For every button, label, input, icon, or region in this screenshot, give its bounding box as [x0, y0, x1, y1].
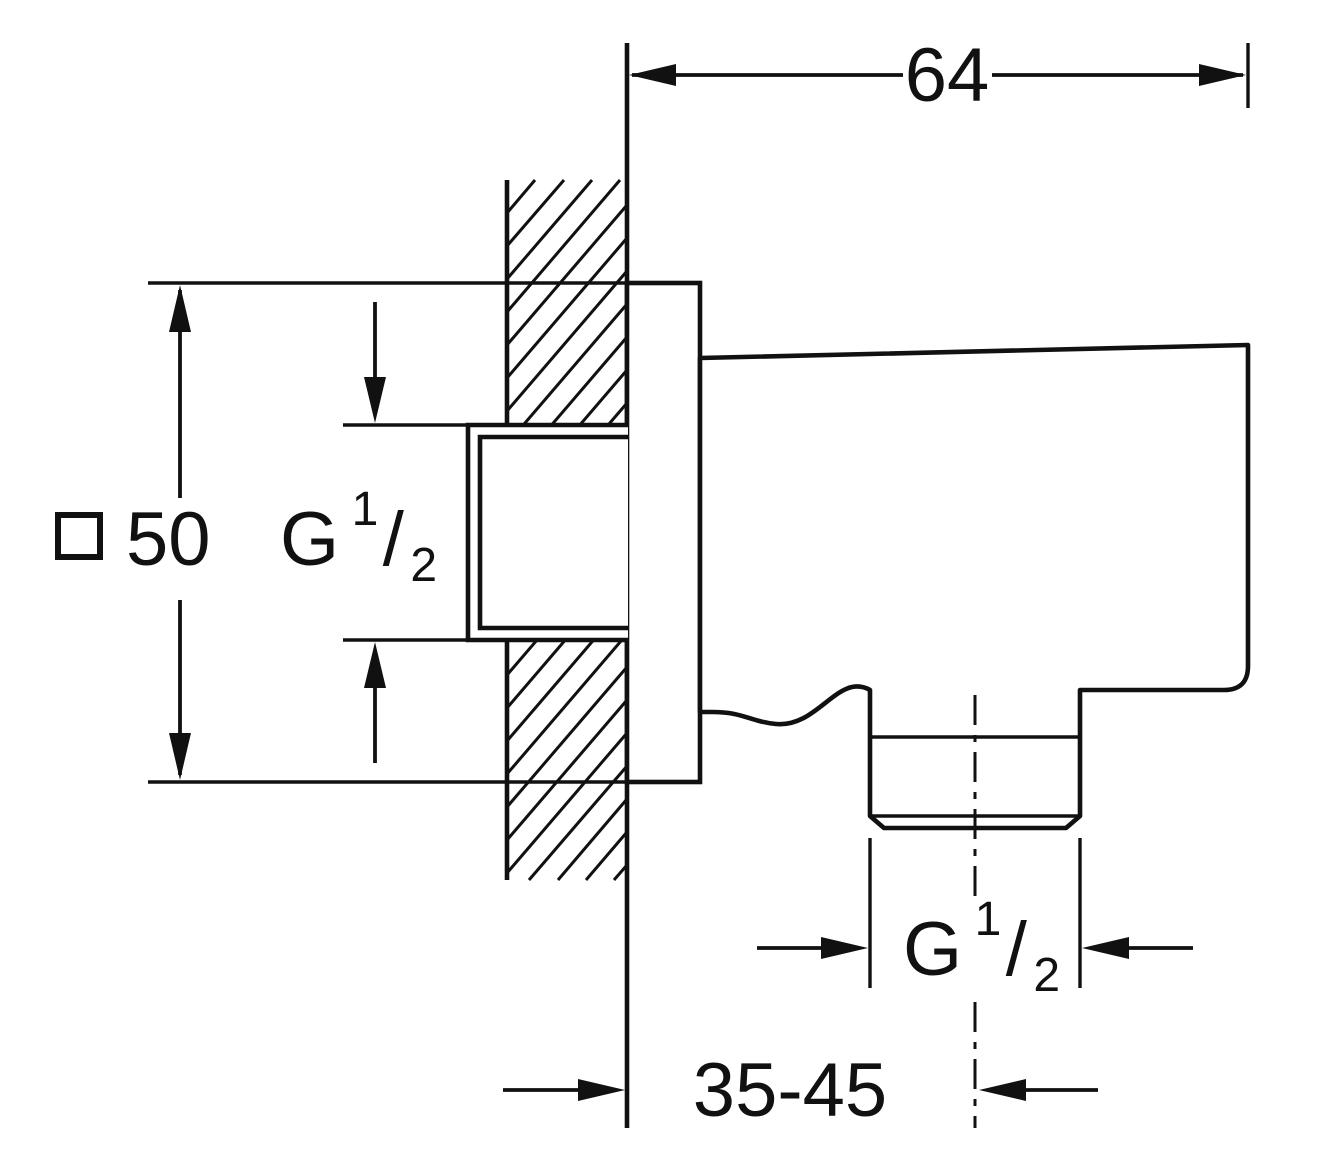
plate-arrowhead-top [169, 285, 191, 332]
inlet-arrowhead-down [364, 377, 386, 423]
offset-arrowhead-right [578, 1079, 625, 1101]
outlet-thread-label: G 1 / 2 [903, 893, 1060, 1002]
offset-arrowhead-left [979, 1079, 1026, 1101]
square-dimension-symbol-icon [55, 512, 103, 560]
union-body-outline [697, 342, 1251, 831]
depth-arrowhead-left [629, 64, 676, 86]
plate-arrowhead-bottom [169, 733, 191, 780]
inlet-connector-outline [465, 422, 628, 643]
dimension-depth: 64 [629, 33, 1250, 118]
dimension-offset-range: 35-45 [503, 1048, 1098, 1133]
inlet-connector-inner-line [477, 434, 628, 631]
depth-arrowhead-right [1199, 64, 1246, 86]
depth-dimension-value: 64 [905, 33, 990, 118]
inlet-arrowhead-up [364, 642, 386, 688]
offset-dimension-value: 35-45 [693, 1048, 887, 1133]
inlet-connector [465, 422, 628, 643]
dimension-plate-size: 50 [55, 281, 700, 784]
plate-dimension-value: 50 [126, 497, 211, 582]
outlet-arrowhead-right [821, 937, 868, 959]
dimension-inlet-thread: G 1 / 2 [280, 302, 466, 763]
dimension-outlet-thread: G 1 / 2 [757, 838, 1193, 1002]
outlet-arrowhead-left [1082, 937, 1129, 959]
inlet-thread-label: G 1 / 2 [280, 483, 437, 592]
escutcheon-plate [624, 280, 703, 785]
inlet-connector-fill [468, 425, 628, 640]
